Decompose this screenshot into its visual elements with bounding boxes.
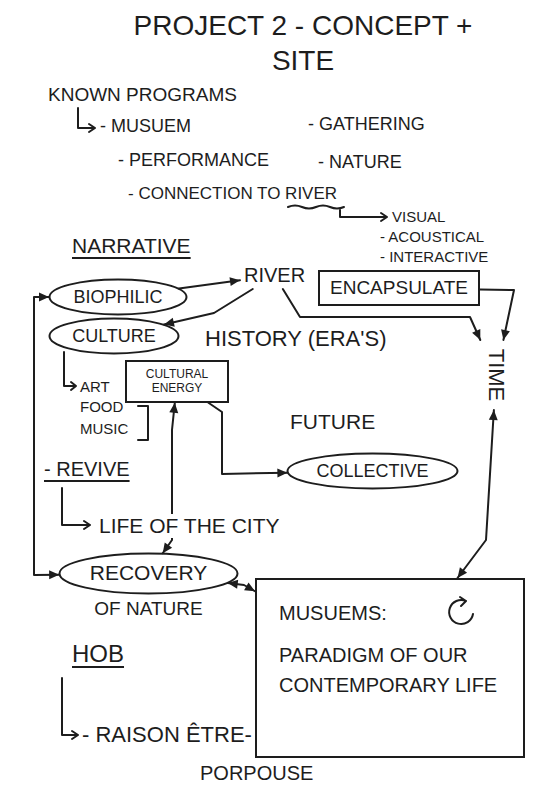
note-label: KNOWN PROGRAMS: [48, 84, 237, 106]
ellipse-outline-shape: [50, 280, 187, 315]
bracket: [138, 406, 148, 440]
bullet-arrow: [62, 678, 78, 739]
note-label: - ACOUSTICAL: [380, 228, 484, 245]
arrow-head: [501, 329, 510, 340]
connector: [458, 410, 498, 578]
note-label: - REVIVE: [44, 458, 130, 481]
node-text: TIME: [483, 349, 508, 402]
connector: [480, 289, 514, 340]
connector-line: [458, 410, 494, 578]
underline-squiggle: [288, 206, 344, 209]
note-label: LIFE OF THE CITY: [96, 514, 282, 538]
bullet-arrow: [64, 352, 76, 390]
arrow-head: [169, 403, 178, 413]
connector: [164, 289, 253, 327]
node-text: BIOPHILIC: [73, 287, 162, 308]
connector: [34, 293, 59, 580]
bullet-arrow: [62, 488, 90, 529]
connector-line: [480, 289, 514, 340]
node-text: COLLECTIVE: [316, 461, 428, 482]
river-word: RIVER: [240, 262, 309, 289]
bullet-arrow: [78, 108, 95, 132]
ellipse-outline-shape: [288, 454, 458, 489]
arrow-head: [277, 468, 287, 477]
note-label: - RAISON ÊTRE-: [82, 722, 252, 747]
connector-line: [34, 297, 59, 575]
arrow-head: [472, 329, 480, 340]
circled-word: CULTURE: [48, 317, 180, 355]
note-label: NARRATIVE: [72, 234, 191, 258]
note-label: HOB: [72, 640, 124, 668]
node-text: CULTURAL ENERGY: [137, 367, 217, 396]
sketch-title: PROJECT 2 - CONCEPT + SITE: [118, 8, 488, 78]
ellipse-outline-shape: [50, 319, 179, 354]
arrow-head: [244, 582, 255, 591]
connector: [179, 277, 240, 288]
node-subtext: OF NATURE: [94, 598, 202, 620]
note-label: PORPOUSE: [200, 762, 313, 785]
note-label: - CONNECTION TO RIVER: [128, 184, 337, 204]
note-label: - NATURE: [318, 152, 402, 173]
note-label: ART: [80, 378, 110, 395]
cycle-icon: [449, 597, 473, 624]
ellipse-outline-shape: [60, 554, 238, 594]
arrow-head: [229, 277, 240, 286]
time-axis-word: TIME: [480, 340, 512, 410]
arrow-head: [39, 293, 49, 302]
concept-box: CULTURAL ENERGY: [125, 360, 229, 403]
note-label: FUTURE: [290, 410, 375, 434]
box-heading: MUSUEMS:: [279, 598, 503, 628]
circled-word: COLLECTIVE: [286, 452, 459, 490]
arrow-head: [49, 570, 59, 579]
arrow-head: [458, 567, 468, 578]
note-label: - GATHERING: [308, 114, 425, 135]
circled-word: BIOPHILIC: [48, 278, 188, 316]
statement-box: MUSUEMS: PARADIGM OF OUR CONTEMPORARY LIF…: [255, 578, 525, 758]
circled-word: RECOVERYOF NATURE: [58, 552, 239, 595]
note-label: - PERFORMANCE: [118, 150, 269, 171]
node-text: RIVER: [244, 264, 305, 287]
note-label: FOOD: [80, 398, 123, 415]
node-text: RECOVERY: [90, 561, 207, 585]
concept-box: ENCAPSULATE: [318, 270, 480, 306]
arrow-head: [163, 542, 172, 553]
note-label: MUSIC: [80, 420, 128, 437]
note-label: - MUSUEM: [100, 116, 191, 137]
note-label: - INTERACTIVE: [380, 248, 488, 265]
box-body: PARADIGM OF OUR CONTEMPORARY LIFE: [279, 640, 503, 700]
arrow-head: [489, 410, 498, 420]
note-label: HISTORY (ERA'S): [205, 326, 386, 351]
bullet-arrow: [340, 210, 387, 221]
node-text: ENCAPSULATE: [330, 277, 468, 299]
connector-line: [208, 403, 287, 474]
node-text: CULTURE: [72, 326, 156, 347]
connector: [208, 403, 287, 478]
note-label: VISUAL: [392, 208, 445, 225]
